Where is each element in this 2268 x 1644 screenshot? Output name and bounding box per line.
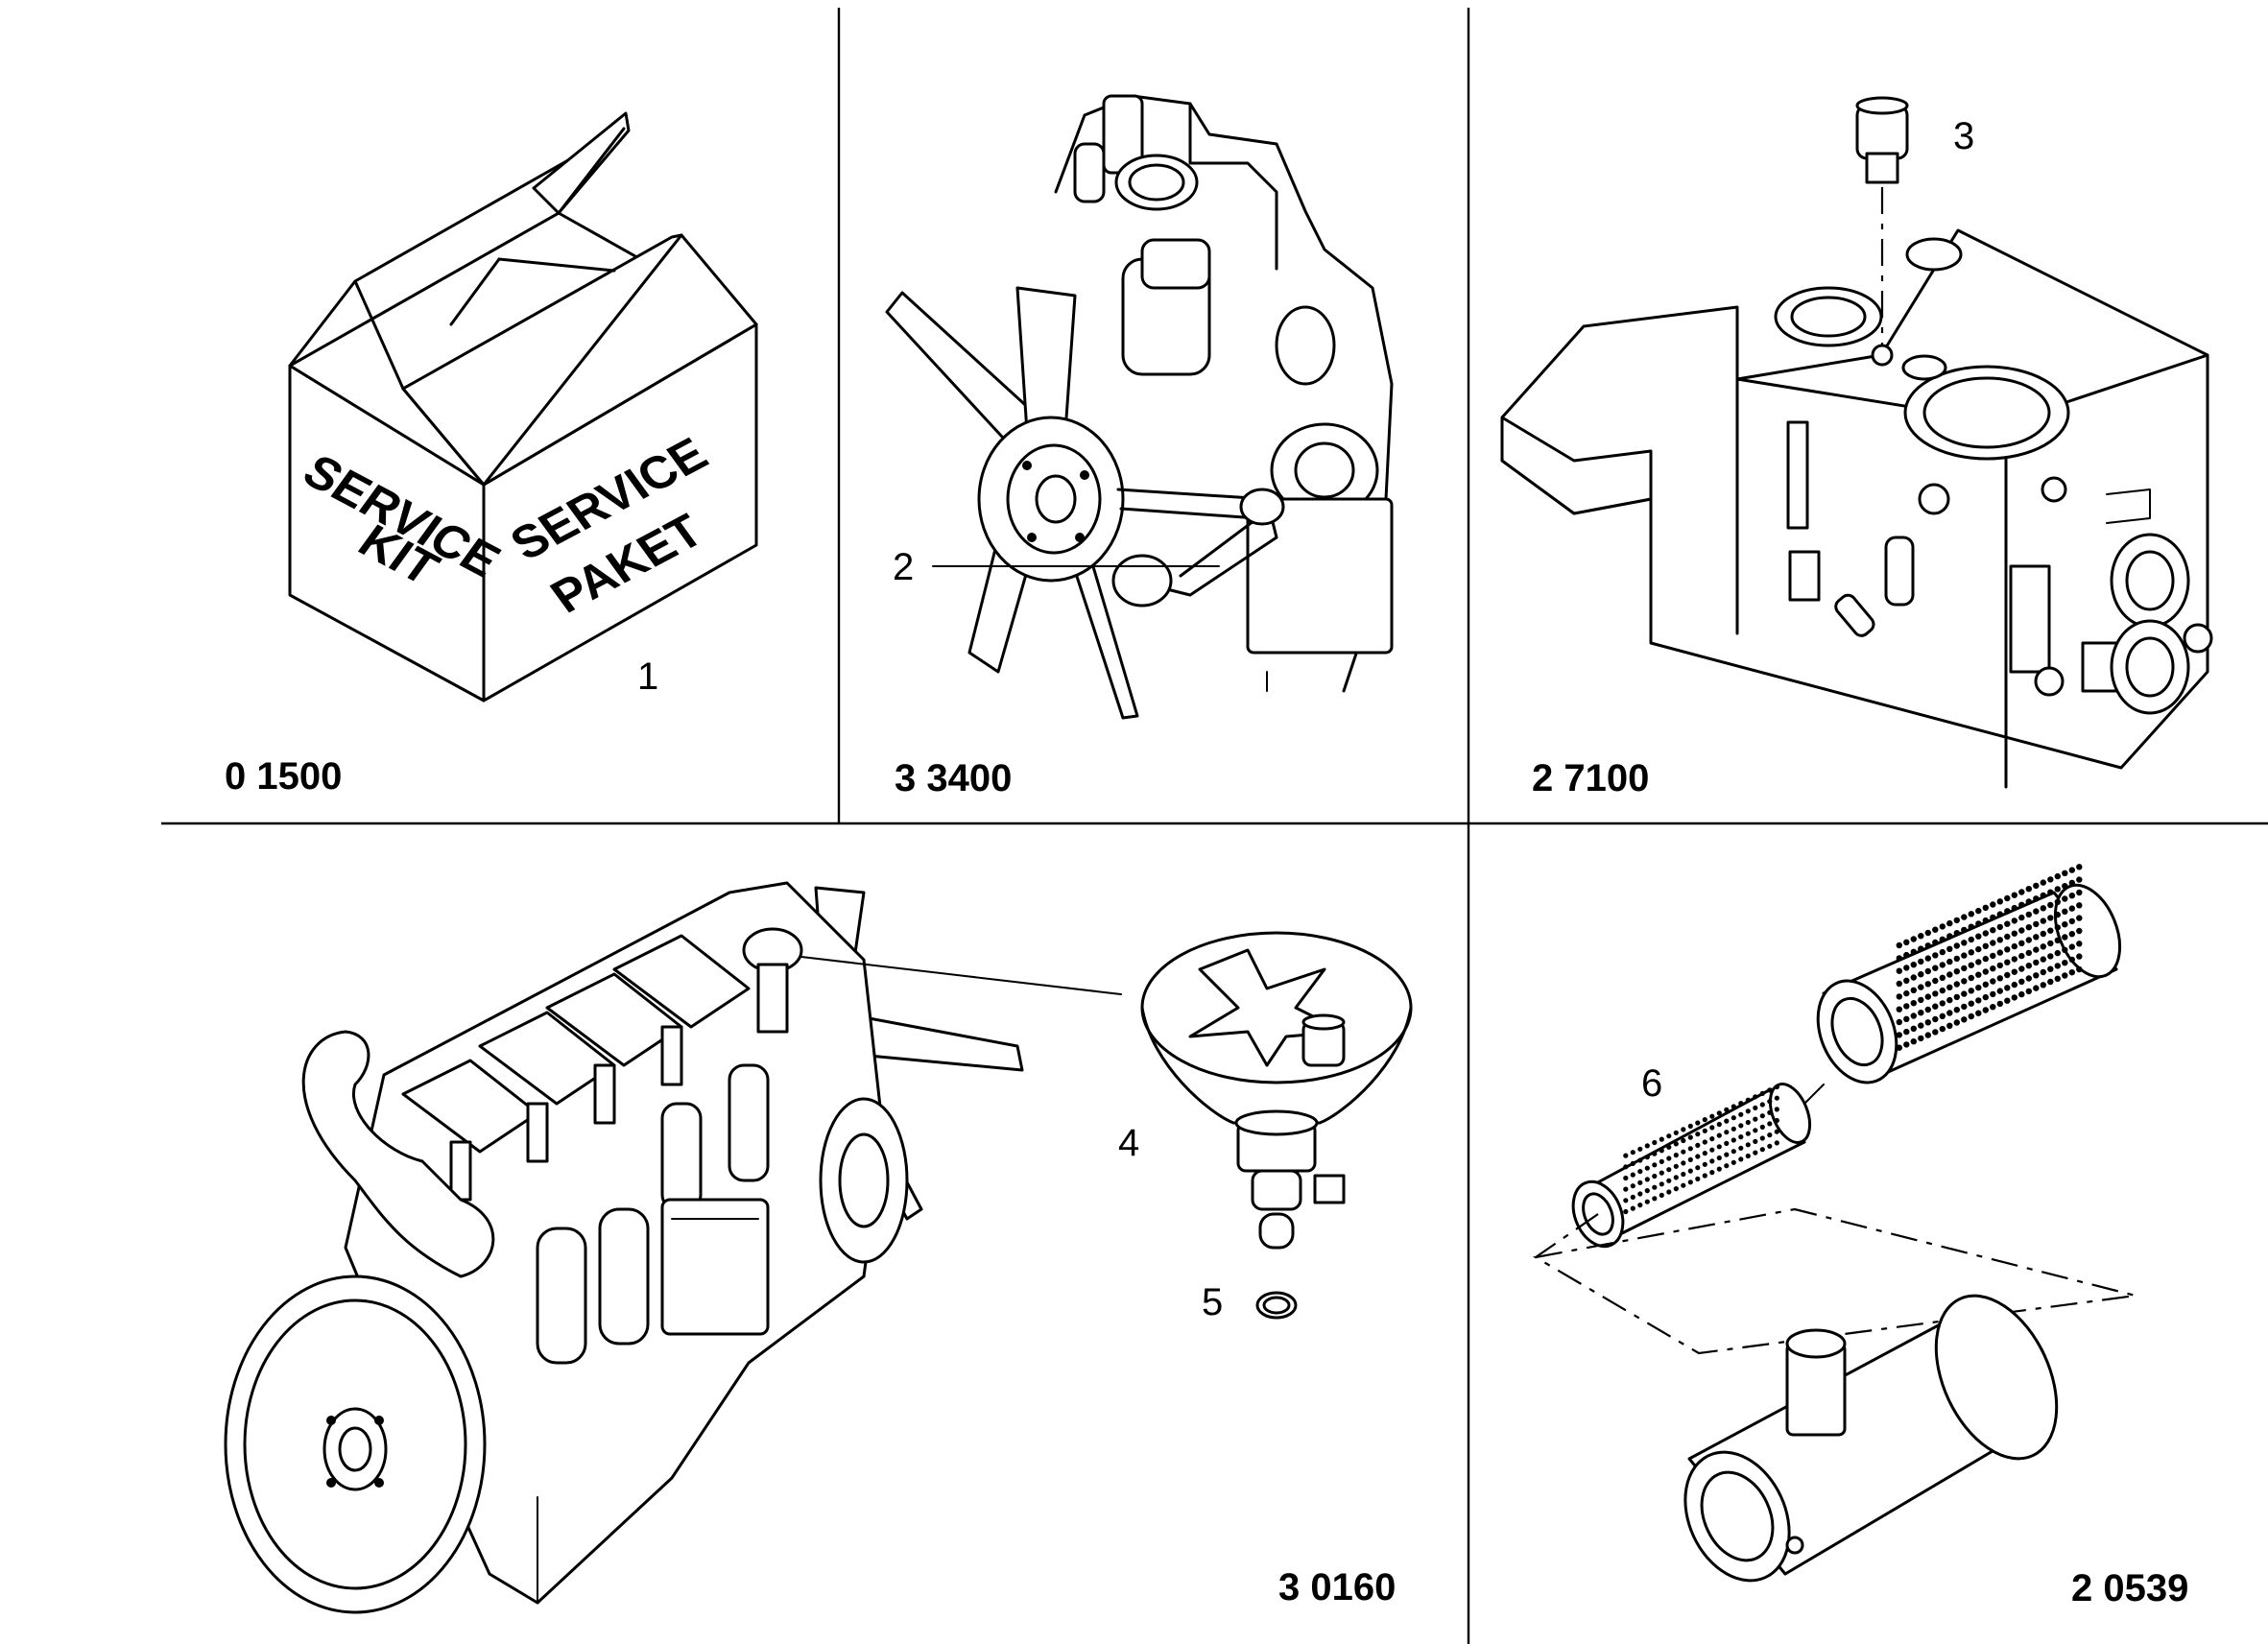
panel-code-2-7100: 2 7100: [1532, 757, 1649, 799]
callout-4: 4: [1118, 1122, 1139, 1164]
callout-1: 1: [637, 655, 658, 698]
tank-illustration: [1500, 96, 2213, 789]
engine-illustration: [224, 881, 1024, 1614]
callout-3: 3: [1953, 115, 1974, 157]
callout-6: 6: [1641, 1062, 1662, 1105]
fan-belt-illustration: [885, 94, 1394, 720]
air-filter-illustration: [1532, 883, 2137, 1583]
panel-grid: [161, 8, 2268, 1644]
panel-code-2-0539: 2 0539: [2071, 1567, 2188, 1609]
leader-4: [800, 956, 1122, 995]
panel-code-0-1500: 0 1500: [225, 755, 342, 798]
callout-5: 5: [1202, 1281, 1223, 1323]
service-kit-box-illustration: SERVICE KIT SERVICE PAKET: [288, 111, 758, 703]
filter-perforations: [1623, 864, 2083, 1215]
callout-2: 2: [893, 546, 914, 588]
panel-code-3-3400: 3 3400: [895, 757, 1012, 799]
breather-cap-detail: [1140, 931, 1413, 1320]
panel-code-3-0160: 3 0160: [1278, 1566, 1396, 1608]
